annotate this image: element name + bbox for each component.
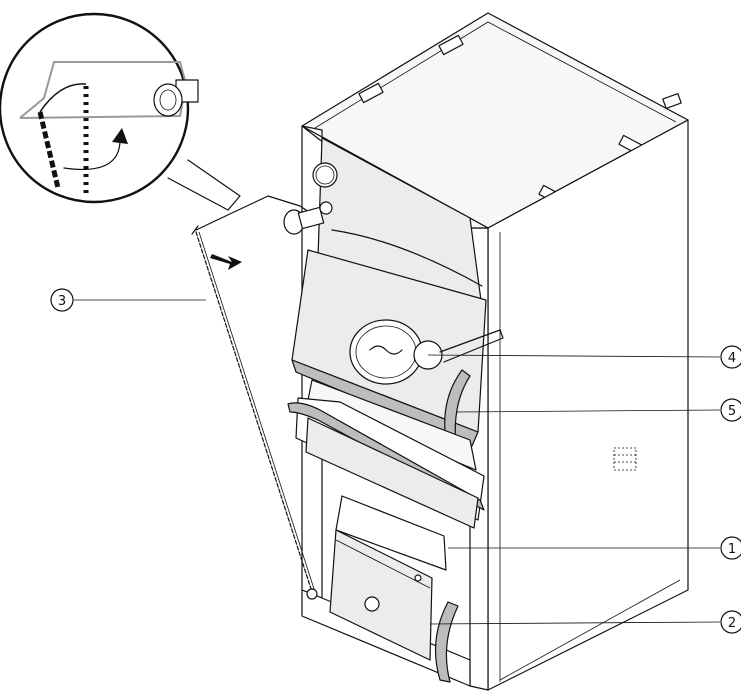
callout-5-label: 5	[728, 404, 736, 419]
draught-regulator-knob	[283, 201, 333, 235]
callout-4-label: 4	[728, 351, 736, 366]
callout-2: 2	[720, 610, 741, 634]
rotation-arrow-icon	[112, 128, 128, 144]
detail-magnifier	[0, 12, 241, 211]
vent-grille-icon	[613, 447, 637, 471]
callout-5: 5	[720, 398, 741, 422]
detail-knob-icon	[153, 79, 199, 117]
draught-chain	[191, 195, 333, 600]
lower-door-knob	[364, 596, 380, 612]
callout-3-label: 3	[58, 294, 66, 309]
callout-2-label: 2	[728, 616, 736, 631]
lower-door	[329, 495, 459, 683]
callout-4: 4	[720, 345, 741, 369]
callout-1-label: 1	[728, 542, 736, 557]
upper-door	[291, 249, 504, 447]
fill-chamber	[287, 379, 485, 529]
air-rosette-icon	[349, 319, 423, 385]
arrow-icon	[210, 254, 242, 270]
callout-3: 3	[50, 288, 74, 312]
callout-1: 1	[720, 536, 741, 560]
lower-door-flap	[335, 495, 447, 571]
callout-leaders	[74, 299, 721, 625]
thermometer-gauge-icon	[312, 162, 338, 188]
lower-door-panel	[329, 529, 433, 661]
